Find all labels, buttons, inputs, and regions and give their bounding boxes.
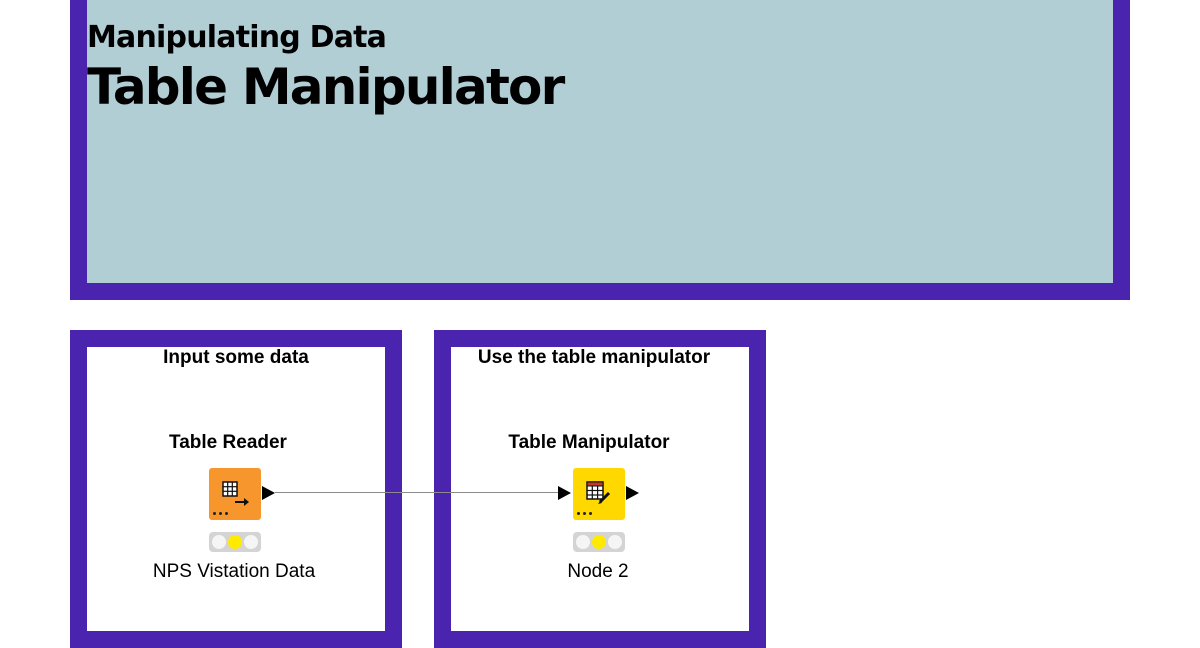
node-label-table-reader[interactable]: NPS Vistation Data (152, 561, 316, 582)
status-light-red (212, 535, 226, 549)
node-title-table-reader: Table Reader (169, 432, 287, 453)
node-table-manipulator[interactable] (573, 468, 625, 520)
table-manipulator-icon (586, 481, 611, 504)
status-light-red (576, 535, 590, 549)
input-port[interactable] (558, 486, 571, 500)
node-menu-dots (213, 512, 228, 515)
output-port[interactable] (626, 486, 639, 500)
node-connection[interactable] (275, 492, 558, 493)
page-title: Table Manipulator (87, 58, 565, 116)
table-reader-icon (222, 481, 249, 506)
annotation-input-data[interactable] (70, 330, 402, 648)
status-light-green (244, 535, 258, 549)
status-light-green (608, 535, 622, 549)
annotation-label-manipulator: Use the table manipulator (477, 347, 711, 368)
node-status-light (209, 532, 261, 552)
node-status-light (573, 532, 625, 552)
node-label-table-manipulator[interactable]: Node 2 (567, 561, 629, 582)
page-subtitle: Manipulating Data (87, 20, 387, 55)
status-light-yellow (228, 535, 242, 549)
node-menu-dots (577, 512, 592, 515)
annotation-label-input: Input some data (163, 347, 309, 368)
status-light-yellow (592, 535, 606, 549)
output-port[interactable] (262, 486, 275, 500)
header-annotation[interactable] (70, 0, 1130, 300)
node-title-table-manipulator: Table Manipulator (508, 432, 670, 453)
node-table-reader[interactable] (209, 468, 261, 520)
